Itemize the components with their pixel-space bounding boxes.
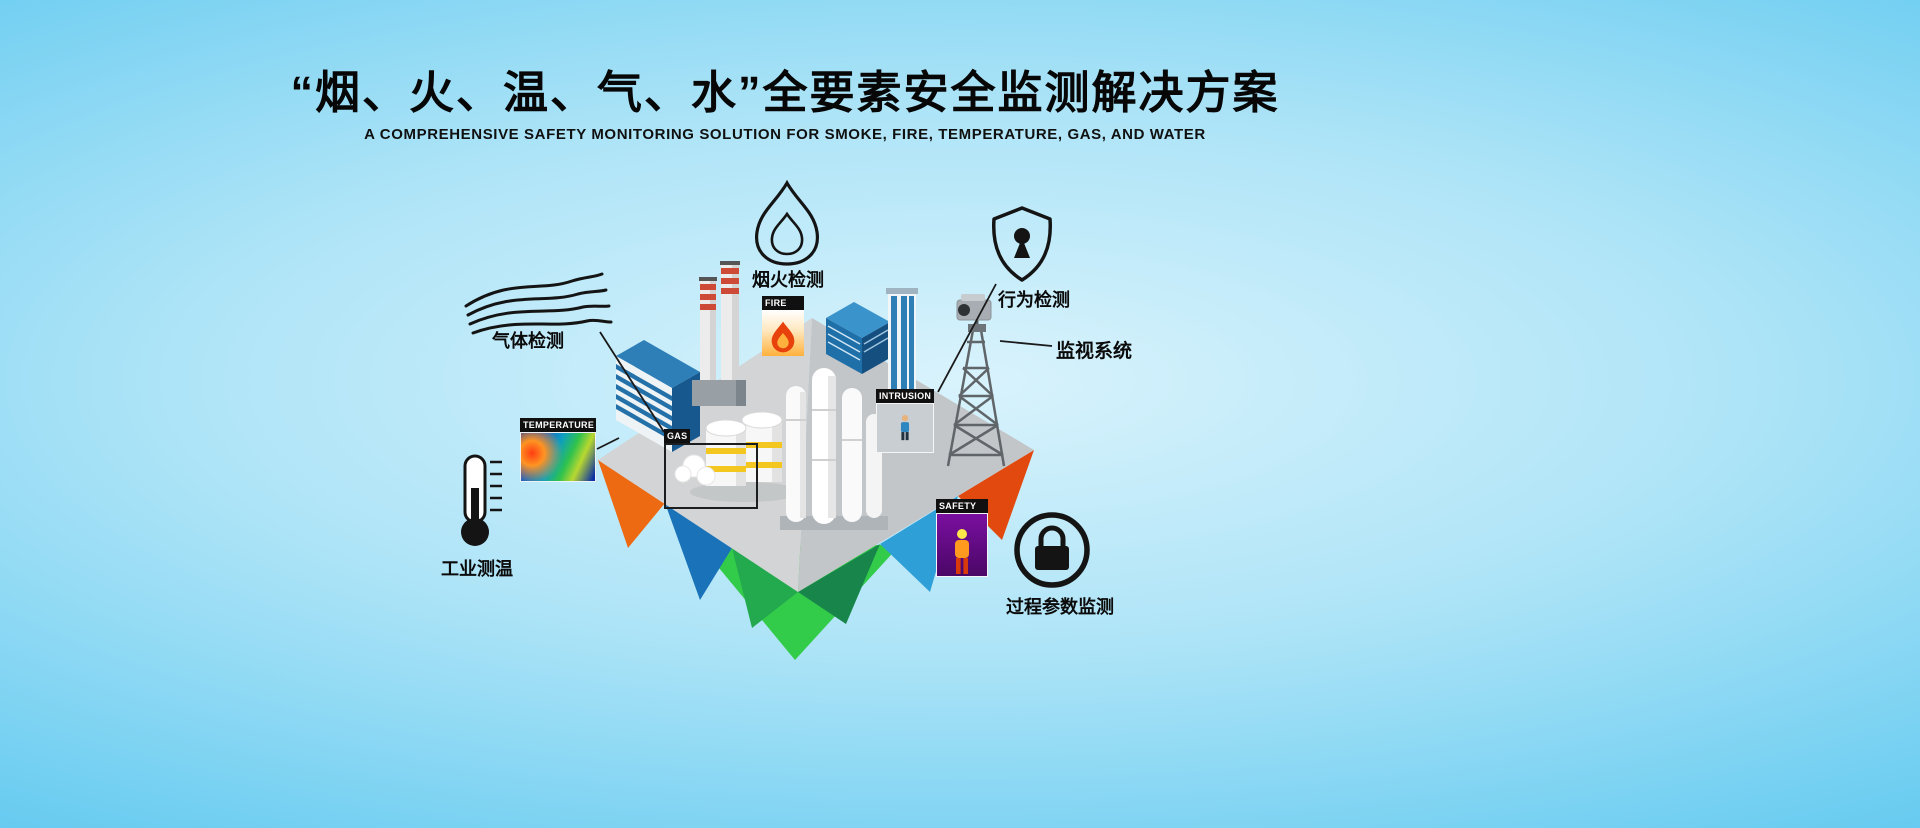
callout-label-process-parameters: 过程参数监测 (1006, 597, 1114, 617)
callout-label-smoke-fire-detection: 烟火检测 (752, 270, 824, 290)
padlock-icon (1014, 512, 1090, 588)
intrusion-image (876, 403, 934, 454)
platform-underside (598, 450, 1034, 660)
flame-icon (755, 179, 819, 266)
smoke-waves-icon (464, 272, 613, 335)
thermal-person-icon (955, 529, 969, 575)
thermal-image (520, 432, 596, 483)
badge-temperature: TEMPERATURE (520, 418, 596, 483)
badge-temperature-label: TEMPERATURE (520, 418, 596, 433)
gas-frame (664, 443, 758, 510)
gas-storage-tanks (674, 411, 800, 502)
page-title: “烟、火、温、气、水”全要素安全监测解决方案 (290, 67, 1280, 118)
callout-label-gas-detection: 气体检测 (492, 331, 564, 351)
badge-fire: FIRE (762, 296, 804, 357)
blue-container-building (826, 302, 890, 374)
callout-lines (596, 283, 1053, 450)
callout-label-surveillance-system: 监视系统 (1056, 341, 1133, 362)
badge-fire-label: FIRE (762, 296, 804, 311)
worker-figure-icon (900, 415, 910, 441)
safety-thermal-image (936, 513, 988, 578)
shield-keyhole-icon (991, 206, 1053, 282)
callout-label-behavior-detection: 行为检测 (998, 290, 1070, 310)
page-subtitle: A COMPREHENSIVE SAFETY MONITORING SOLUTI… (364, 126, 1206, 143)
callout-label-industrial-temperature: 工业测温 (441, 559, 513, 579)
thermometer-icon (461, 454, 502, 546)
flame-image-icon (771, 321, 795, 353)
badge-gas-label: GAS (664, 429, 691, 444)
striped-chimneys (692, 261, 746, 406)
cctv-camera (956, 294, 992, 332)
cctv-lattice-tower (946, 329, 1006, 467)
badge-gas: GAS (664, 429, 758, 510)
fire-image (762, 310, 804, 357)
badge-safety-label: SAFETY (936, 499, 988, 514)
badge-safety: SAFETY (936, 499, 988, 578)
badge-intrusion-label: INTRUSION (876, 389, 934, 404)
badge-intrusion: INTRUSION (876, 389, 934, 454)
